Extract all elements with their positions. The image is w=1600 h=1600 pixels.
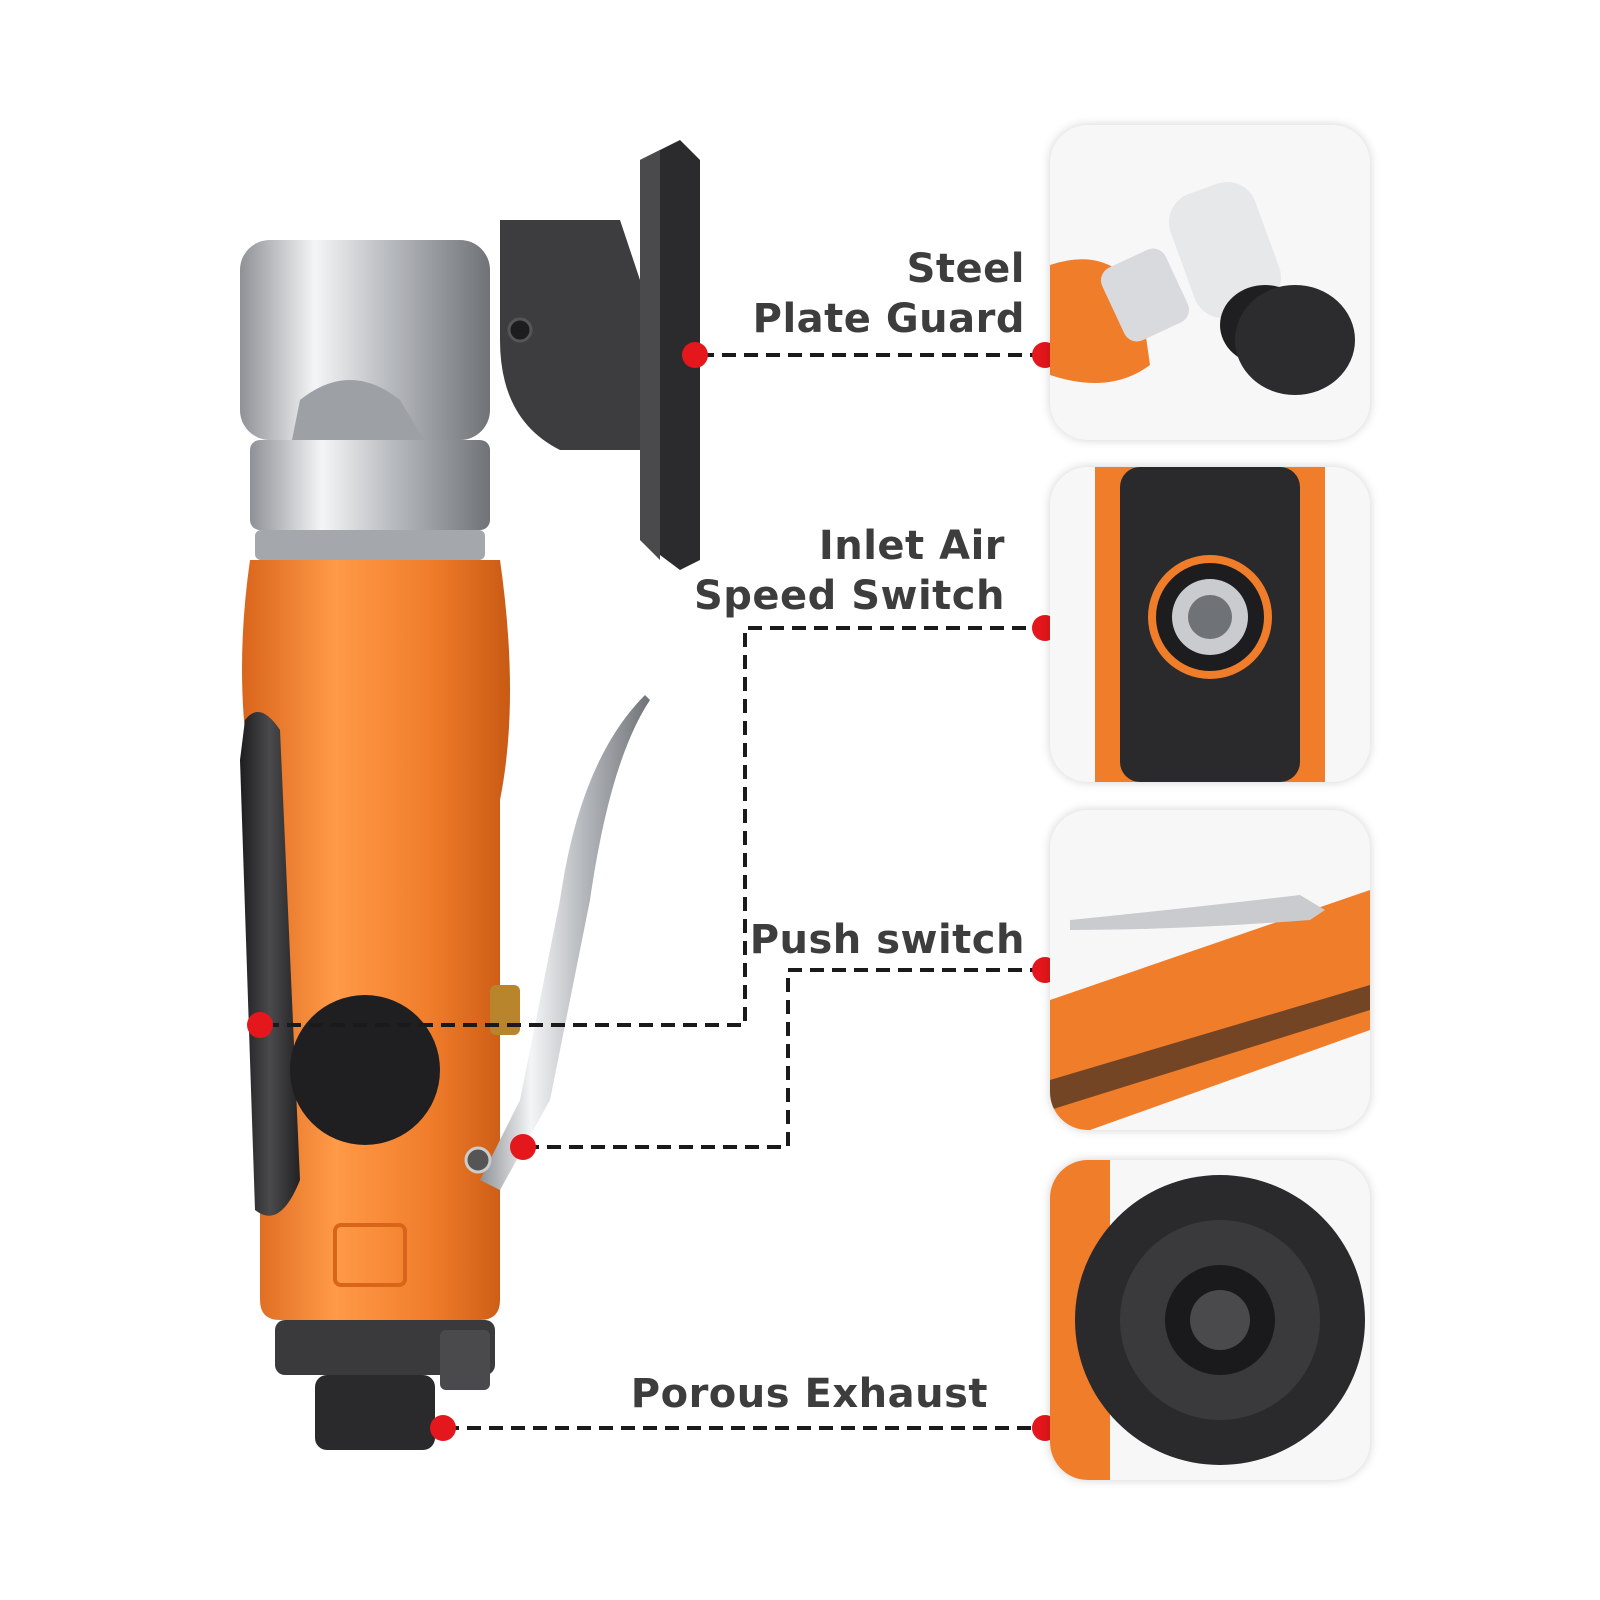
push-switch-line1: Push switch [749, 917, 1025, 963]
push-switch-label: Push switch [750, 915, 1025, 965]
steel-plate-guard [500, 140, 700, 570]
inlet-air-speed-switch-detail-card [1050, 467, 1370, 782]
porous-exhaust-line1: Porous Exhaust [630, 1371, 988, 1417]
push-switch-detail-card [1050, 810, 1370, 1130]
inlet-air-speed-switch-line2: Speed Switch [693, 573, 1005, 619]
dashed-leader-line-icon [265, 353, 1040, 1430]
inlet-air-speed-switch-line1: Inlet Air [818, 523, 1005, 569]
exhaust-end [275, 1320, 495, 1450]
steel-plate-guard-line1: Steel [906, 246, 1025, 292]
inlet-air-speed-switch-label: Inlet Air Speed Switch [694, 521, 1005, 621]
porous-exhaust-detail-card [1050, 1160, 1370, 1480]
porous-exhaust-label: Porous Exhaust [631, 1369, 988, 1419]
angle-head [240, 240, 490, 560]
steel-plate-guard-line2: Plate Guard [752, 296, 1025, 342]
steel-plate-guard-label: Steel Plate Guard [753, 244, 1025, 344]
steel-plate-guard-detail-card [1050, 125, 1370, 440]
orange-body [240, 560, 520, 1320]
push-lever [464, 695, 650, 1190]
